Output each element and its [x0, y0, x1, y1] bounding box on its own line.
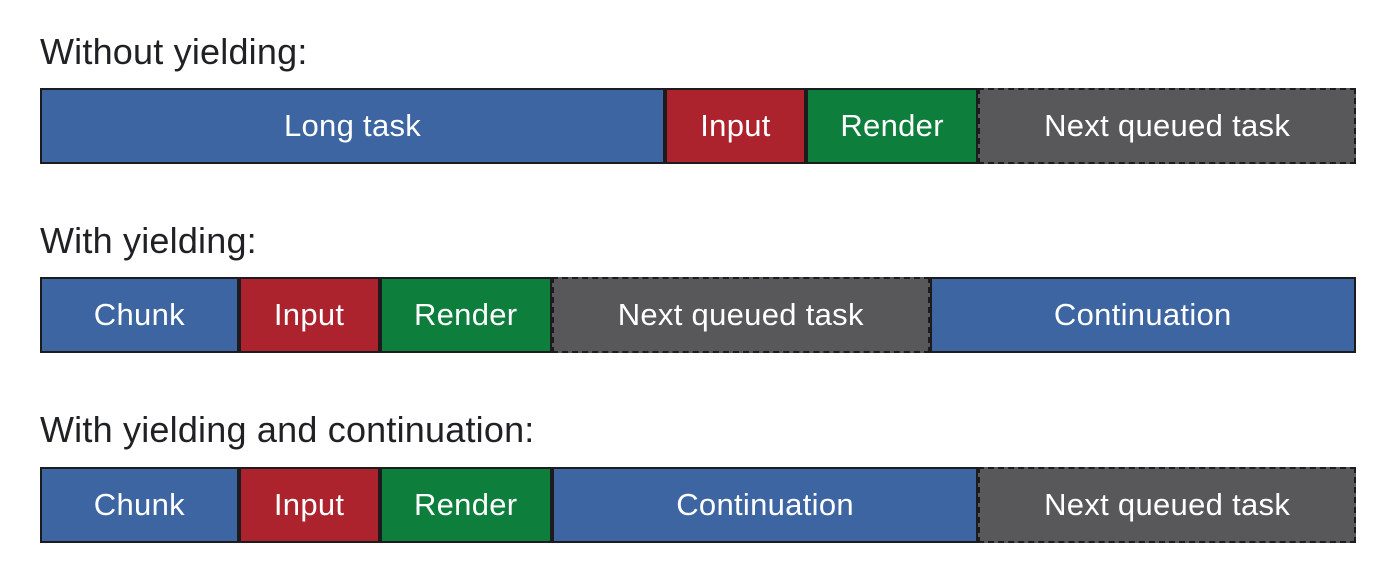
segment-continuation: Continuation — [551, 466, 979, 543]
timeline-bar-1: Chunk Input Render Next queued task Continua… — [40, 277, 1356, 354]
segment-input: Input — [238, 277, 380, 354]
segment-continuation: Continuation — [929, 277, 1356, 354]
segment-label: Input — [273, 297, 345, 333]
segment-next-queued-task: Next queued task — [978, 466, 1356, 543]
segment-input: Input — [665, 88, 806, 165]
segment-chunk: Chunk — [40, 466, 239, 543]
row-label-0: Without yielding: — [40, 31, 308, 72]
timeline-bar-0: Long task Input Render Next queued task — [40, 88, 1356, 165]
segment-label: Next queued task — [1044, 486, 1291, 522]
row-label-1: With yielding: — [40, 220, 257, 262]
segment-chunk: Chunk — [40, 277, 239, 354]
segment-next-queued-task: Next queued task — [551, 277, 930, 354]
segment-render: Render — [379, 466, 552, 543]
segment-label: Input — [700, 108, 771, 144]
segment-label: Continuation — [676, 486, 854, 522]
segment-label: Continuation — [1053, 297, 1232, 333]
segment-long-task: Long task — [40, 88, 666, 165]
segment-render: Render — [805, 88, 979, 165]
segment-label: Long task — [283, 108, 422, 144]
segment-next-queued-task: Next queued task — [978, 88, 1356, 165]
segment-label: Render — [413, 297, 518, 333]
segment-label: Chunk — [93, 486, 185, 522]
segment-label: Render — [840, 108, 944, 144]
segment-label: Next queued task — [617, 297, 864, 333]
timeline-row: With yielding: Chunk Input Render Next queu… — [40, 219, 1356, 354]
timeline-row: Without yielding: Long task Input Render Ne… — [40, 30, 1356, 165]
timeline-bar-2: Chunk Input Render Continuation Next queued … — [40, 466, 1356, 543]
segment-label: Next queued task — [1044, 108, 1291, 144]
segment-render: Render — [379, 277, 552, 354]
timeline-row: With yielding and continuation: Chunk Inp… — [40, 408, 1356, 543]
segment-label: Render — [413, 486, 518, 522]
row-label-2: With yielding and continuation: — [40, 409, 535, 451]
segment-label: Input — [273, 486, 345, 522]
segment-label: Chunk — [93, 297, 185, 333]
segment-input: Input — [238, 466, 380, 543]
